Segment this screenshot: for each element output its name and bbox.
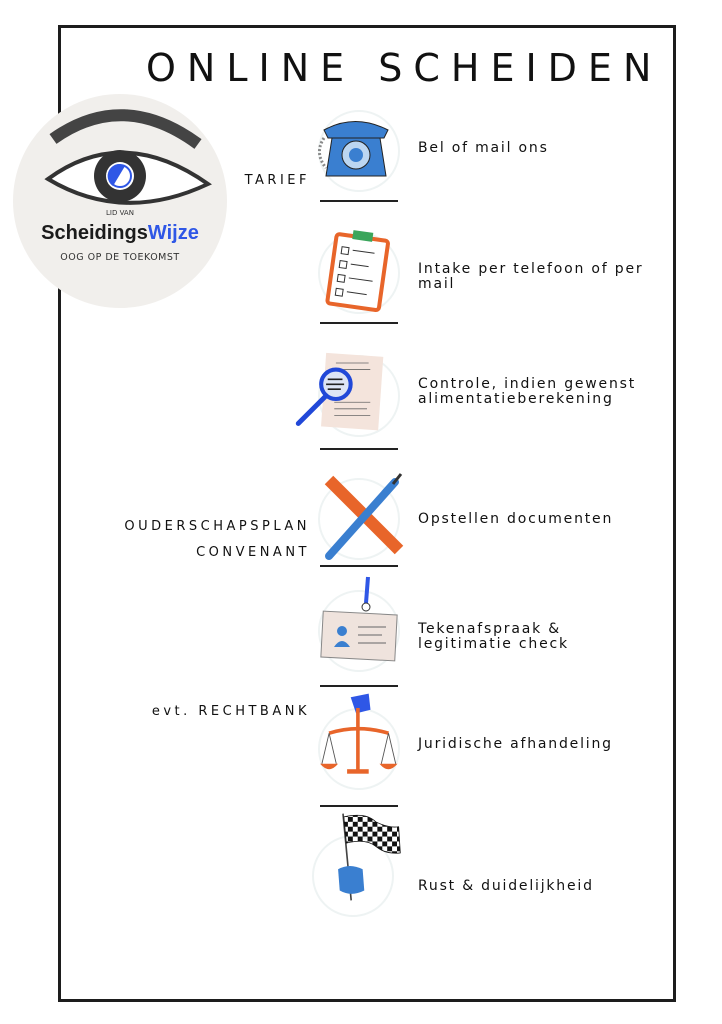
divider bbox=[320, 565, 398, 567]
icon-circle bbox=[318, 478, 400, 560]
checkered-flag-icon bbox=[338, 813, 401, 901]
clipboard-checklist-icon bbox=[325, 230, 390, 313]
logo-lid-van: LID VAN bbox=[106, 209, 134, 217]
divider bbox=[320, 322, 398, 324]
magnifier-document-icon bbox=[295, 352, 384, 431]
step-text: Juridische afhandeling bbox=[418, 736, 613, 752]
step-text: Intake per telefoon of per mail bbox=[418, 261, 644, 292]
divider bbox=[320, 200, 398, 202]
step-text: Tekenafspraak & legitimatie check bbox=[418, 621, 569, 652]
page-frame bbox=[58, 25, 676, 1002]
label-convenant: CONVENANT bbox=[196, 545, 310, 560]
brand-part1: Scheidings bbox=[41, 222, 148, 244]
brand-part2: Wijze bbox=[147, 222, 199, 244]
ruler-pen-icon bbox=[324, 473, 404, 560]
step-text: Bel of mail ons bbox=[418, 140, 549, 156]
divider bbox=[320, 685, 398, 687]
page-title: ONLINE SCHEIDEN bbox=[146, 46, 663, 90]
telephone-icon bbox=[318, 121, 389, 177]
step-text: Controle, indien gewenst alimentatiebere… bbox=[418, 376, 637, 407]
divider bbox=[320, 448, 398, 450]
eye-icon bbox=[44, 109, 212, 205]
divider bbox=[320, 805, 398, 807]
label-tarief: TARIEF bbox=[244, 173, 310, 188]
scheidingswijze-logo: LID VAN ScheidingsWijze OOG OP DE TOEKOM… bbox=[13, 94, 227, 308]
label-ouderschapsplan: OUDERSCHAPSPLAN bbox=[124, 519, 310, 534]
id-card-icon bbox=[320, 576, 398, 662]
label-rechtbank: evt. RECHTBANK bbox=[151, 704, 310, 719]
scales-icon bbox=[320, 693, 398, 774]
icon-circle bbox=[318, 590, 400, 672]
logo-brand: ScheidingsWijze bbox=[13, 222, 227, 245]
step-text: Opstellen documenten bbox=[418, 511, 614, 527]
step-text: Rust & duidelijkheid bbox=[418, 878, 594, 894]
logo-tagline: OOG OP DE TOEKOMST bbox=[60, 252, 180, 263]
